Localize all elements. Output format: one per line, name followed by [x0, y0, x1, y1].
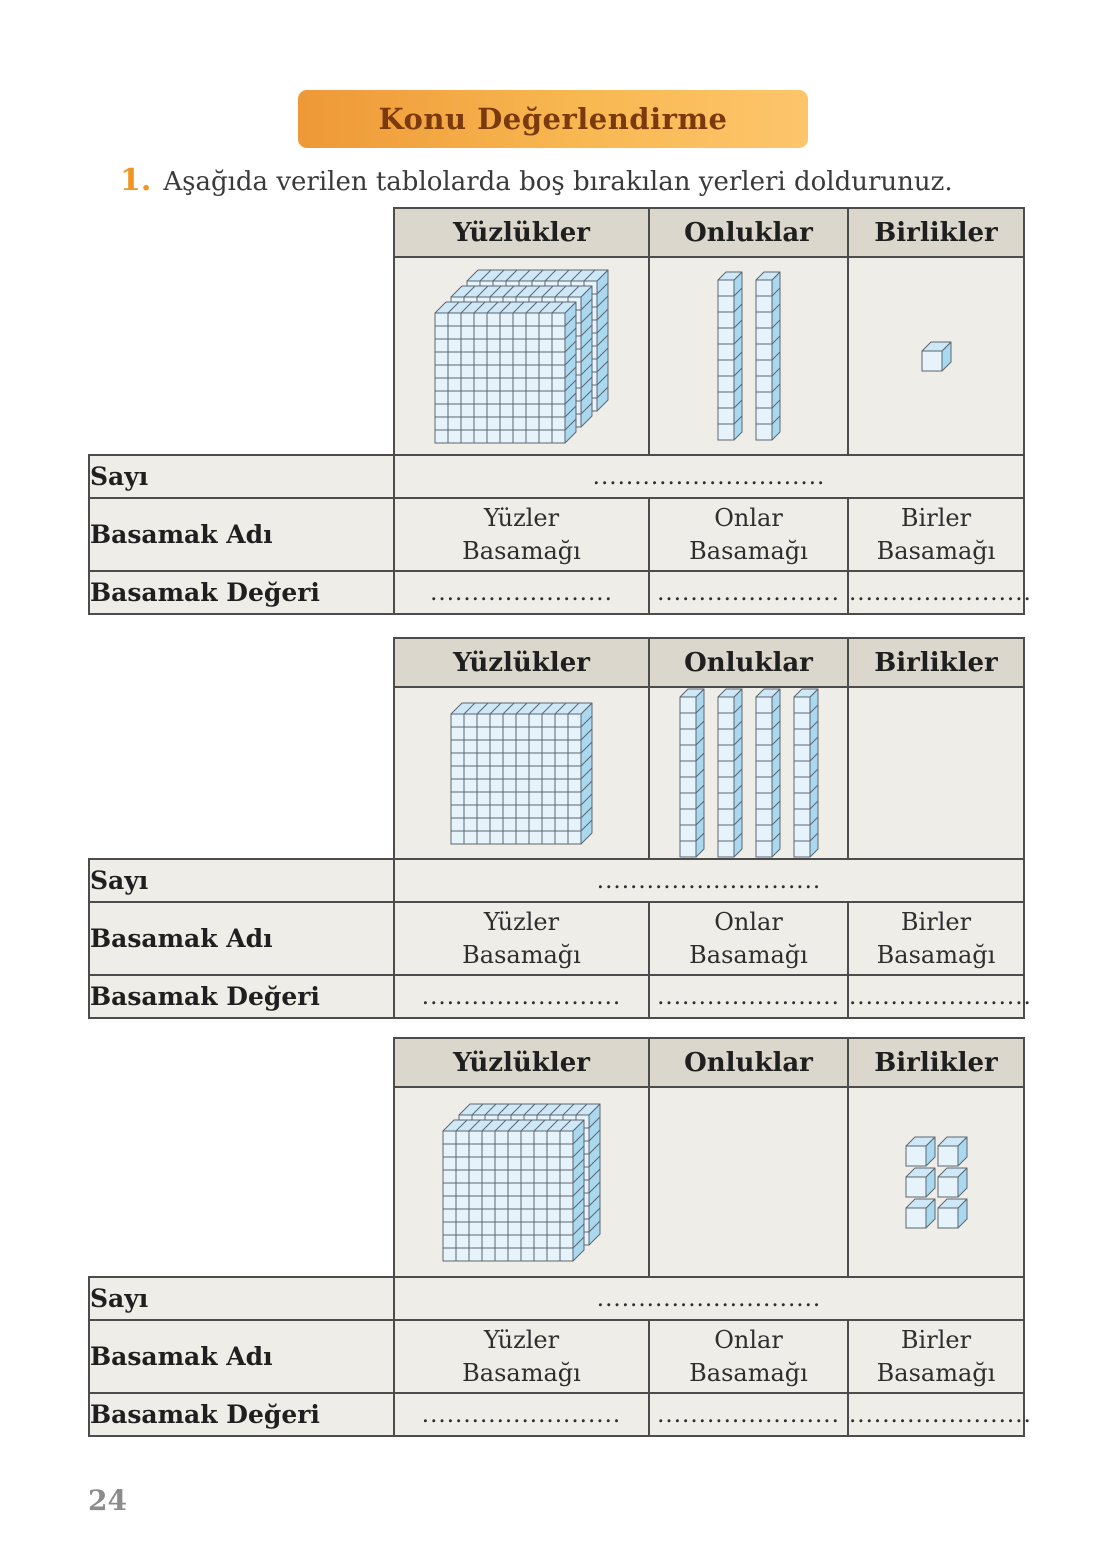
hundreds-blocks-illustration — [395, 1088, 648, 1276]
place-value-blank-ones: ...................... — [847, 1392, 1031, 1437]
empty-corner — [89, 257, 394, 455]
place-value-blank-hundreds: ........................ — [393, 974, 650, 1019]
place-value-table-1: Yüzlükler Onluklar Birlikler Sayı ......… — [88, 207, 1031, 615]
tens-blocks-illustration — [650, 688, 847, 858]
row-label-basamak-adi: Basamak Adı — [88, 1319, 395, 1394]
place-value-blank-ones: ...................... — [847, 570, 1031, 615]
place-value-table-3: Yüzlükler Onluklar Birlikler Sayı ......… — [88, 1037, 1031, 1437]
col-header-ones: Birlikler — [847, 637, 1025, 688]
place-name-ones: Birler Basamağı — [847, 901, 1025, 976]
ones-blocks-illustration — [849, 688, 1023, 858]
place-value-blank-tens: ...................... — [648, 570, 849, 615]
empty-corner — [89, 638, 394, 687]
place-name-tens: Onlar Basamağı — [648, 901, 849, 976]
row-label-basamak-degeri: Basamak Değeri — [88, 570, 395, 615]
question-line: 1. Aşağıda verilen tablolarda boş bırakıl… — [120, 163, 1060, 198]
col-header-tens: Onluklar — [648, 207, 849, 258]
col-header-hundreds: Yüzlükler — [393, 637, 650, 688]
sayi-answer-blank: ........................... — [393, 858, 1025, 903]
col-header-ones: Birlikler — [847, 1037, 1025, 1088]
place-name-hundreds: Yüzler Basamağı — [393, 1319, 650, 1394]
place-name-hundreds: Yüzler Basamağı — [393, 901, 650, 976]
empty-corner — [89, 1087, 394, 1277]
empty-corner — [89, 1038, 394, 1087]
col-header-tens: Onluklar — [648, 1037, 849, 1088]
row-label-sayi: Sayı — [88, 454, 395, 499]
place-value-blank-tens: ...................... — [648, 974, 849, 1019]
ones-blocks-illustration — [849, 258, 1023, 454]
page-number: 24 — [88, 1484, 127, 1517]
place-value-blank-tens: ...................... — [648, 1392, 849, 1437]
tens-blocks-illustration — [650, 258, 847, 454]
sayi-answer-blank: ........................... — [393, 1276, 1025, 1321]
sayi-answer-blank: ............................ — [393, 454, 1025, 499]
place-value-blank-hundreds: ...................... — [393, 570, 650, 615]
col-header-ones: Birlikler — [847, 207, 1025, 258]
question-text: Aşağıda verilen tablolarda boş bırakılan… — [163, 167, 953, 197]
row-label-sayi: Sayı — [88, 1276, 395, 1321]
place-value-blank-ones: ...................... — [847, 974, 1031, 1019]
place-name-ones: Birler Basamağı — [847, 497, 1025, 572]
hundreds-blocks-illustration — [395, 258, 648, 454]
tens-blocks-illustration — [650, 1088, 847, 1276]
row-label-basamak-degeri: Basamak Değeri — [88, 1392, 395, 1437]
place-value-blank-hundreds: ........................ — [393, 1392, 650, 1437]
col-header-tens: Onluklar — [648, 637, 849, 688]
row-label-basamak-degeri: Basamak Değeri — [88, 974, 395, 1019]
section-banner-title: Konu Değerlendirme — [378, 102, 728, 136]
section-banner: Konu Değerlendirme — [298, 90, 808, 148]
row-label-basamak-adi: Basamak Adı — [88, 497, 395, 572]
row-label-basamak-adi: Basamak Adı — [88, 901, 395, 976]
col-header-hundreds: Yüzlükler — [393, 1037, 650, 1088]
place-name-tens: Onlar Basamağı — [648, 1319, 849, 1394]
ones-blocks-illustration — [849, 1088, 1023, 1276]
empty-corner — [89, 208, 394, 257]
col-header-hundreds: Yüzlükler — [393, 207, 650, 258]
hundreds-blocks-illustration — [395, 688, 648, 858]
place-name-ones: Birler Basamağı — [847, 1319, 1025, 1394]
place-value-table-2: Yüzlükler Onluklar Birlikler Sayı ......… — [88, 637, 1031, 1019]
place-name-tens: Onlar Basamağı — [648, 497, 849, 572]
place-name-hundreds: Yüzler Basamağı — [393, 497, 650, 572]
question-number: 1. — [120, 163, 152, 198]
row-label-sayi: Sayı — [88, 858, 395, 903]
empty-corner — [89, 687, 394, 859]
